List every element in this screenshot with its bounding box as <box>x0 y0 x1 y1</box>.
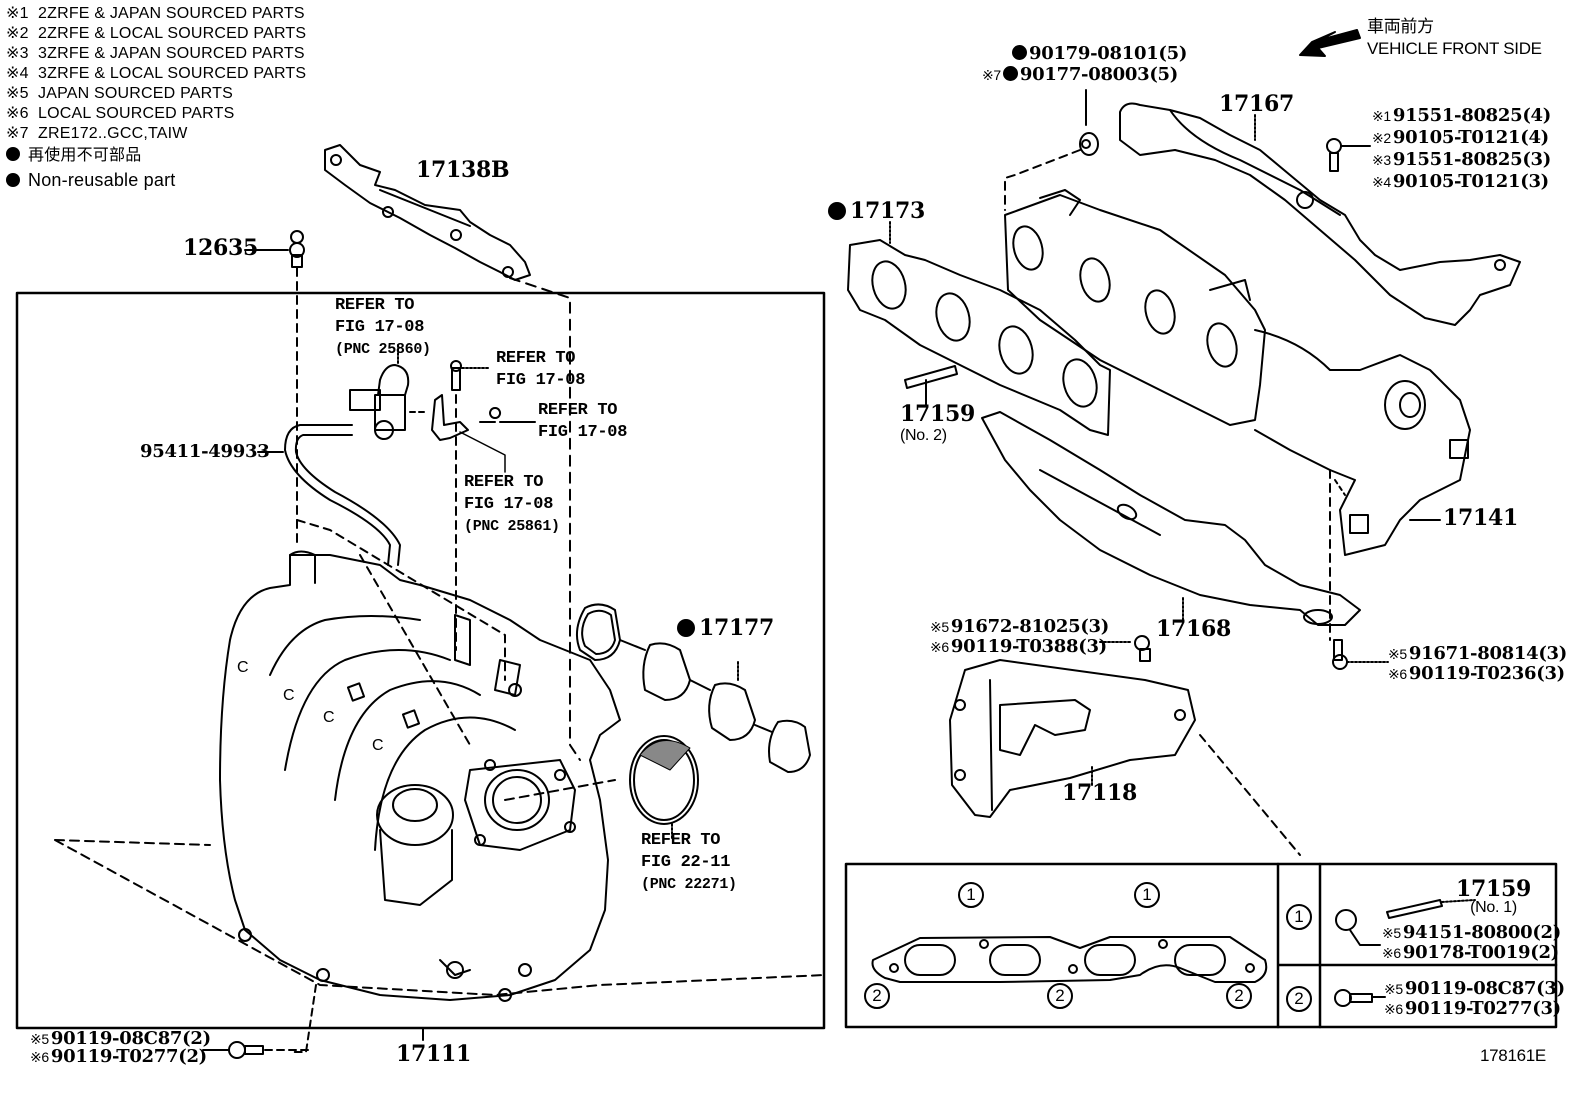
orientation-label: 車両前方 VEHICLE FRONT SIDE <box>1367 17 1542 58</box>
nut-90179-drawing <box>1004 89 1099 211</box>
bracket-25861-drawing <box>431 360 536 651</box>
intake-manifold-17111-drawing: C C C C <box>219 550 621 1002</box>
gasket-17173-drawing <box>847 221 1111 436</box>
callout-1: 1 <box>1134 882 1160 908</box>
part-label-17159-no1[interactable]: 17159 (No. 1) <box>1456 876 1532 916</box>
intake-group-frame <box>15 291 826 1030</box>
refer-to-fig-17-08-pnc-25861[interactable]: REFER TO FIG 17-08 (PNC 25861) <box>464 473 560 535</box>
inset-row-1-key: 1 <box>1286 904 1312 930</box>
stud-12635-drawing <box>244 230 305 546</box>
part-label-12635[interactable]: 12635 <box>183 235 259 261</box>
figure-id: 178161E <box>1480 1046 1546 1065</box>
bolt-91551-drawing <box>1326 138 1371 172</box>
nonreusable-dot-icon <box>1002 66 1018 81</box>
bracket-17118-drawing <box>949 659 1301 856</box>
part-label-17168[interactable]: 17168 <box>1156 616 1232 642</box>
part-label-17111[interactable]: 17111 <box>396 1041 472 1067</box>
nonreusable-dot-icon <box>6 147 20 161</box>
svg-text:C: C <box>323 709 335 726</box>
vsv-25860-drawing <box>349 344 429 440</box>
hose-95411-49933-drawing <box>257 424 401 566</box>
dashed-leader-17111 <box>54 839 826 996</box>
part-label-17173[interactable]: 17173 <box>828 200 925 222</box>
stud-17159-no2-drawing <box>904 365 958 406</box>
nonreusable-dot-icon <box>6 173 20 187</box>
callout-2: 2 <box>864 983 890 1009</box>
inset-row-2-key: 2 <box>1286 986 1312 1012</box>
part-label-17167[interactable]: 17167 <box>1219 91 1295 117</box>
refer-to-fig-17-08-pnc-25860[interactable]: REFER TO FIG 17-08 (PNC 25860) <box>335 296 431 358</box>
throttle-gasket-22271-drawing <box>629 735 699 839</box>
nonreusable-dot-icon <box>1012 45 1027 60</box>
nonreusable-dot-icon <box>828 202 846 220</box>
bolt-91672-drawing <box>1099 635 1151 662</box>
svg-text:C: C <box>372 737 384 754</box>
gasket-17177-drawing <box>575 603 811 773</box>
refer-to-fig-22-11-pnc-22271[interactable]: REFER TO FIG 22-11 (PNC 22271) <box>641 831 737 893</box>
arrow-left-down-icon <box>1299 29 1361 57</box>
bolt-90119-08C87-drawing <box>202 1041 311 1059</box>
svg-text:C: C <box>283 687 295 704</box>
heat-insulator-17168-drawing <box>981 411 1361 626</box>
part-label-17141[interactable]: 17141 <box>1443 505 1519 531</box>
inset-fastener-table <box>844 862 1558 1029</box>
legend-nonreusable-jp: 再使用不可部品 <box>6 146 306 166</box>
part-label-17159-no2[interactable]: 17159 (No. 2) <box>900 401 976 444</box>
callout-1: 1 <box>958 882 984 908</box>
refer-to-fig-17-08-screw[interactable]: REFER TO FIG 17-08 <box>538 401 628 442</box>
exhaust-manifold-17141-drawing <box>1004 189 1471 641</box>
nonreusable-dot-icon <box>677 619 695 637</box>
svg-text:C: C <box>237 659 249 676</box>
part-label-17118[interactable]: 17118 <box>1062 780 1138 806</box>
callout-2: 2 <box>1047 983 1073 1009</box>
callout-2: 2 <box>1226 983 1252 1009</box>
part-label-95411-49933[interactable]: 95411-49933 <box>140 441 270 462</box>
part-label-17138B[interactable]: 17138B <box>416 157 510 183</box>
bolt-91671-drawing <box>1332 639 1389 670</box>
heat-insulator-17167-drawing <box>1119 102 1521 326</box>
legend-nonreusable-en: Non-reusable part <box>6 170 306 190</box>
refer-to-fig-17-08-bolt[interactable]: REFER TO FIG 17-08 <box>496 349 586 390</box>
part-label-17177[interactable]: 17177 <box>677 617 774 639</box>
bracket-17138B-drawing <box>324 144 531 281</box>
